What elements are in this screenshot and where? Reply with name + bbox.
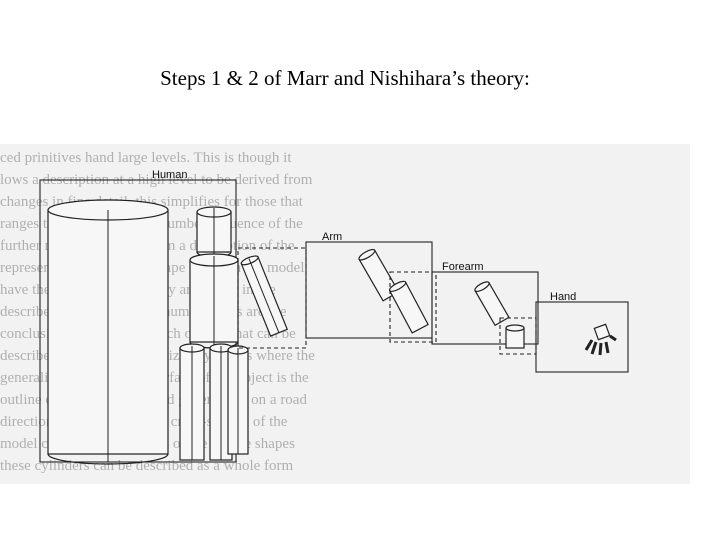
marr-nishihara-figure: ced prinitives hand large levels. This i…	[0, 144, 690, 484]
human-label: Human	[152, 169, 187, 181]
forearm-box	[431, 271, 539, 345]
head-cylinder	[196, 206, 232, 258]
leg-cylinder-left	[179, 343, 205, 461]
hand-box	[535, 301, 629, 373]
arm-label: Arm	[322, 231, 342, 243]
svg-text:these cylinders can be describ: these cylinders can be described as a wh…	[0, 458, 294, 474]
hand-cylinder-in-forearm	[505, 324, 525, 349]
upper-arm-cylinder	[358, 248, 400, 302]
hand-selection-dashed	[499, 317, 537, 355]
forearm-selection-dashed	[389, 271, 437, 343]
slide-title: Steps 1 & 2 of Marr and Nishihara’s theo…	[160, 66, 530, 90]
hierarchy-diagram: ced prinitives hand large levels. This i…	[0, 150, 629, 474]
human-whole-cylinder	[47, 199, 169, 465]
forearm-cylinder	[474, 281, 510, 327]
hand-label: Hand	[550, 291, 576, 303]
forearm-label: Forearm	[442, 261, 484, 273]
svg-text:ced prinitives hand large leve: ced prinitives hand large levels. This i…	[0, 150, 292, 166]
hand-fingers-drawing	[584, 323, 617, 356]
forearm-cylinder-in-arm	[388, 280, 429, 334]
torso-cylinder	[189, 253, 239, 349]
leg-cylinder-right	[227, 345, 249, 455]
arm-cylinder-in-human	[240, 255, 289, 337]
